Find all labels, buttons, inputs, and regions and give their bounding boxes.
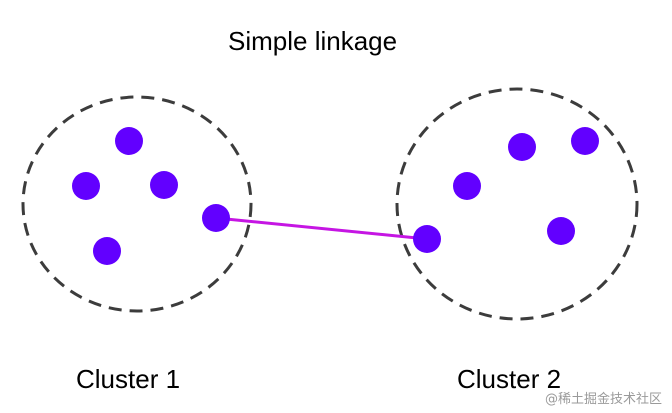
cluster-1-point xyxy=(115,127,143,155)
cluster-1-point xyxy=(93,237,121,265)
cluster-2-boundary xyxy=(395,87,639,321)
cluster-2-point xyxy=(453,172,481,200)
cluster-2-point xyxy=(508,133,536,161)
cluster-1-point xyxy=(150,171,178,199)
cluster-2-point xyxy=(413,225,441,253)
diagram-title: Simple linkage xyxy=(228,26,398,56)
cluster-1-label: Cluster 1 xyxy=(76,364,181,394)
watermark: @稀土掘金技术社区 xyxy=(544,392,662,407)
cluster-1-point xyxy=(72,172,100,200)
cluster-1-point xyxy=(202,204,230,232)
cluster-1-boundary xyxy=(21,95,253,313)
cluster-2-point xyxy=(547,217,575,245)
single-linkage-line xyxy=(215,216,428,241)
cluster-2-point xyxy=(571,127,599,155)
cluster-2-label: Cluster 2 xyxy=(457,364,562,394)
